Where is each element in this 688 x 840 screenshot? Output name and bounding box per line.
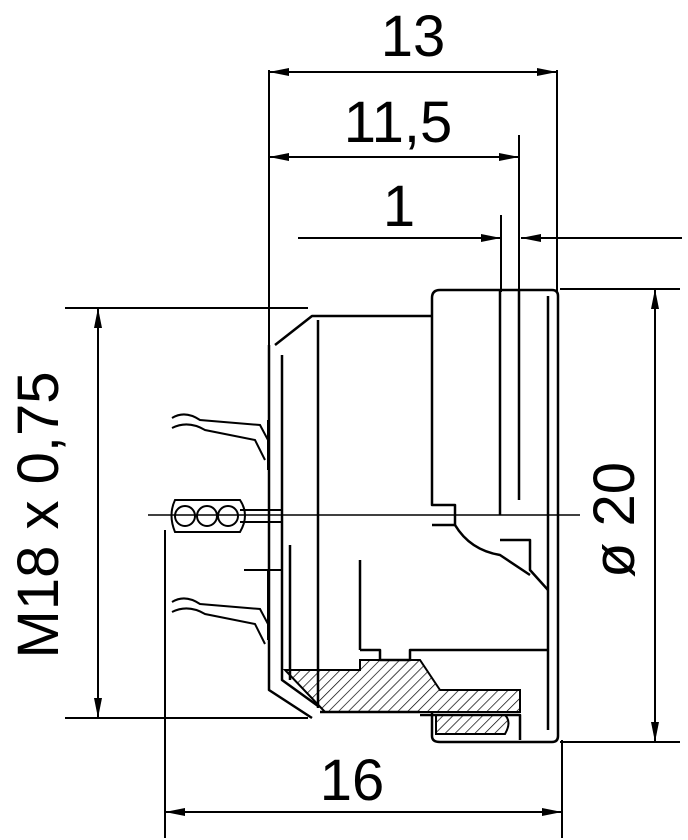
connector-pins [170,413,282,645]
dimension-labels: 13 11,5 1 16 M18 x 0,75 ø 20 [6,4,647,813]
hatched-section [282,659,521,735]
extension-lines [65,70,680,838]
dim-11-5-label: 11,5 [344,90,453,155]
dim-13-label: 13 [381,4,446,69]
dim-16-label: 16 [320,748,385,813]
dim-1-label: 1 [383,174,415,239]
dim-m18-label: M18 x 0,75 [6,372,71,659]
dim-d20-label: ø 20 [582,462,647,578]
dimension-lines [94,68,682,816]
